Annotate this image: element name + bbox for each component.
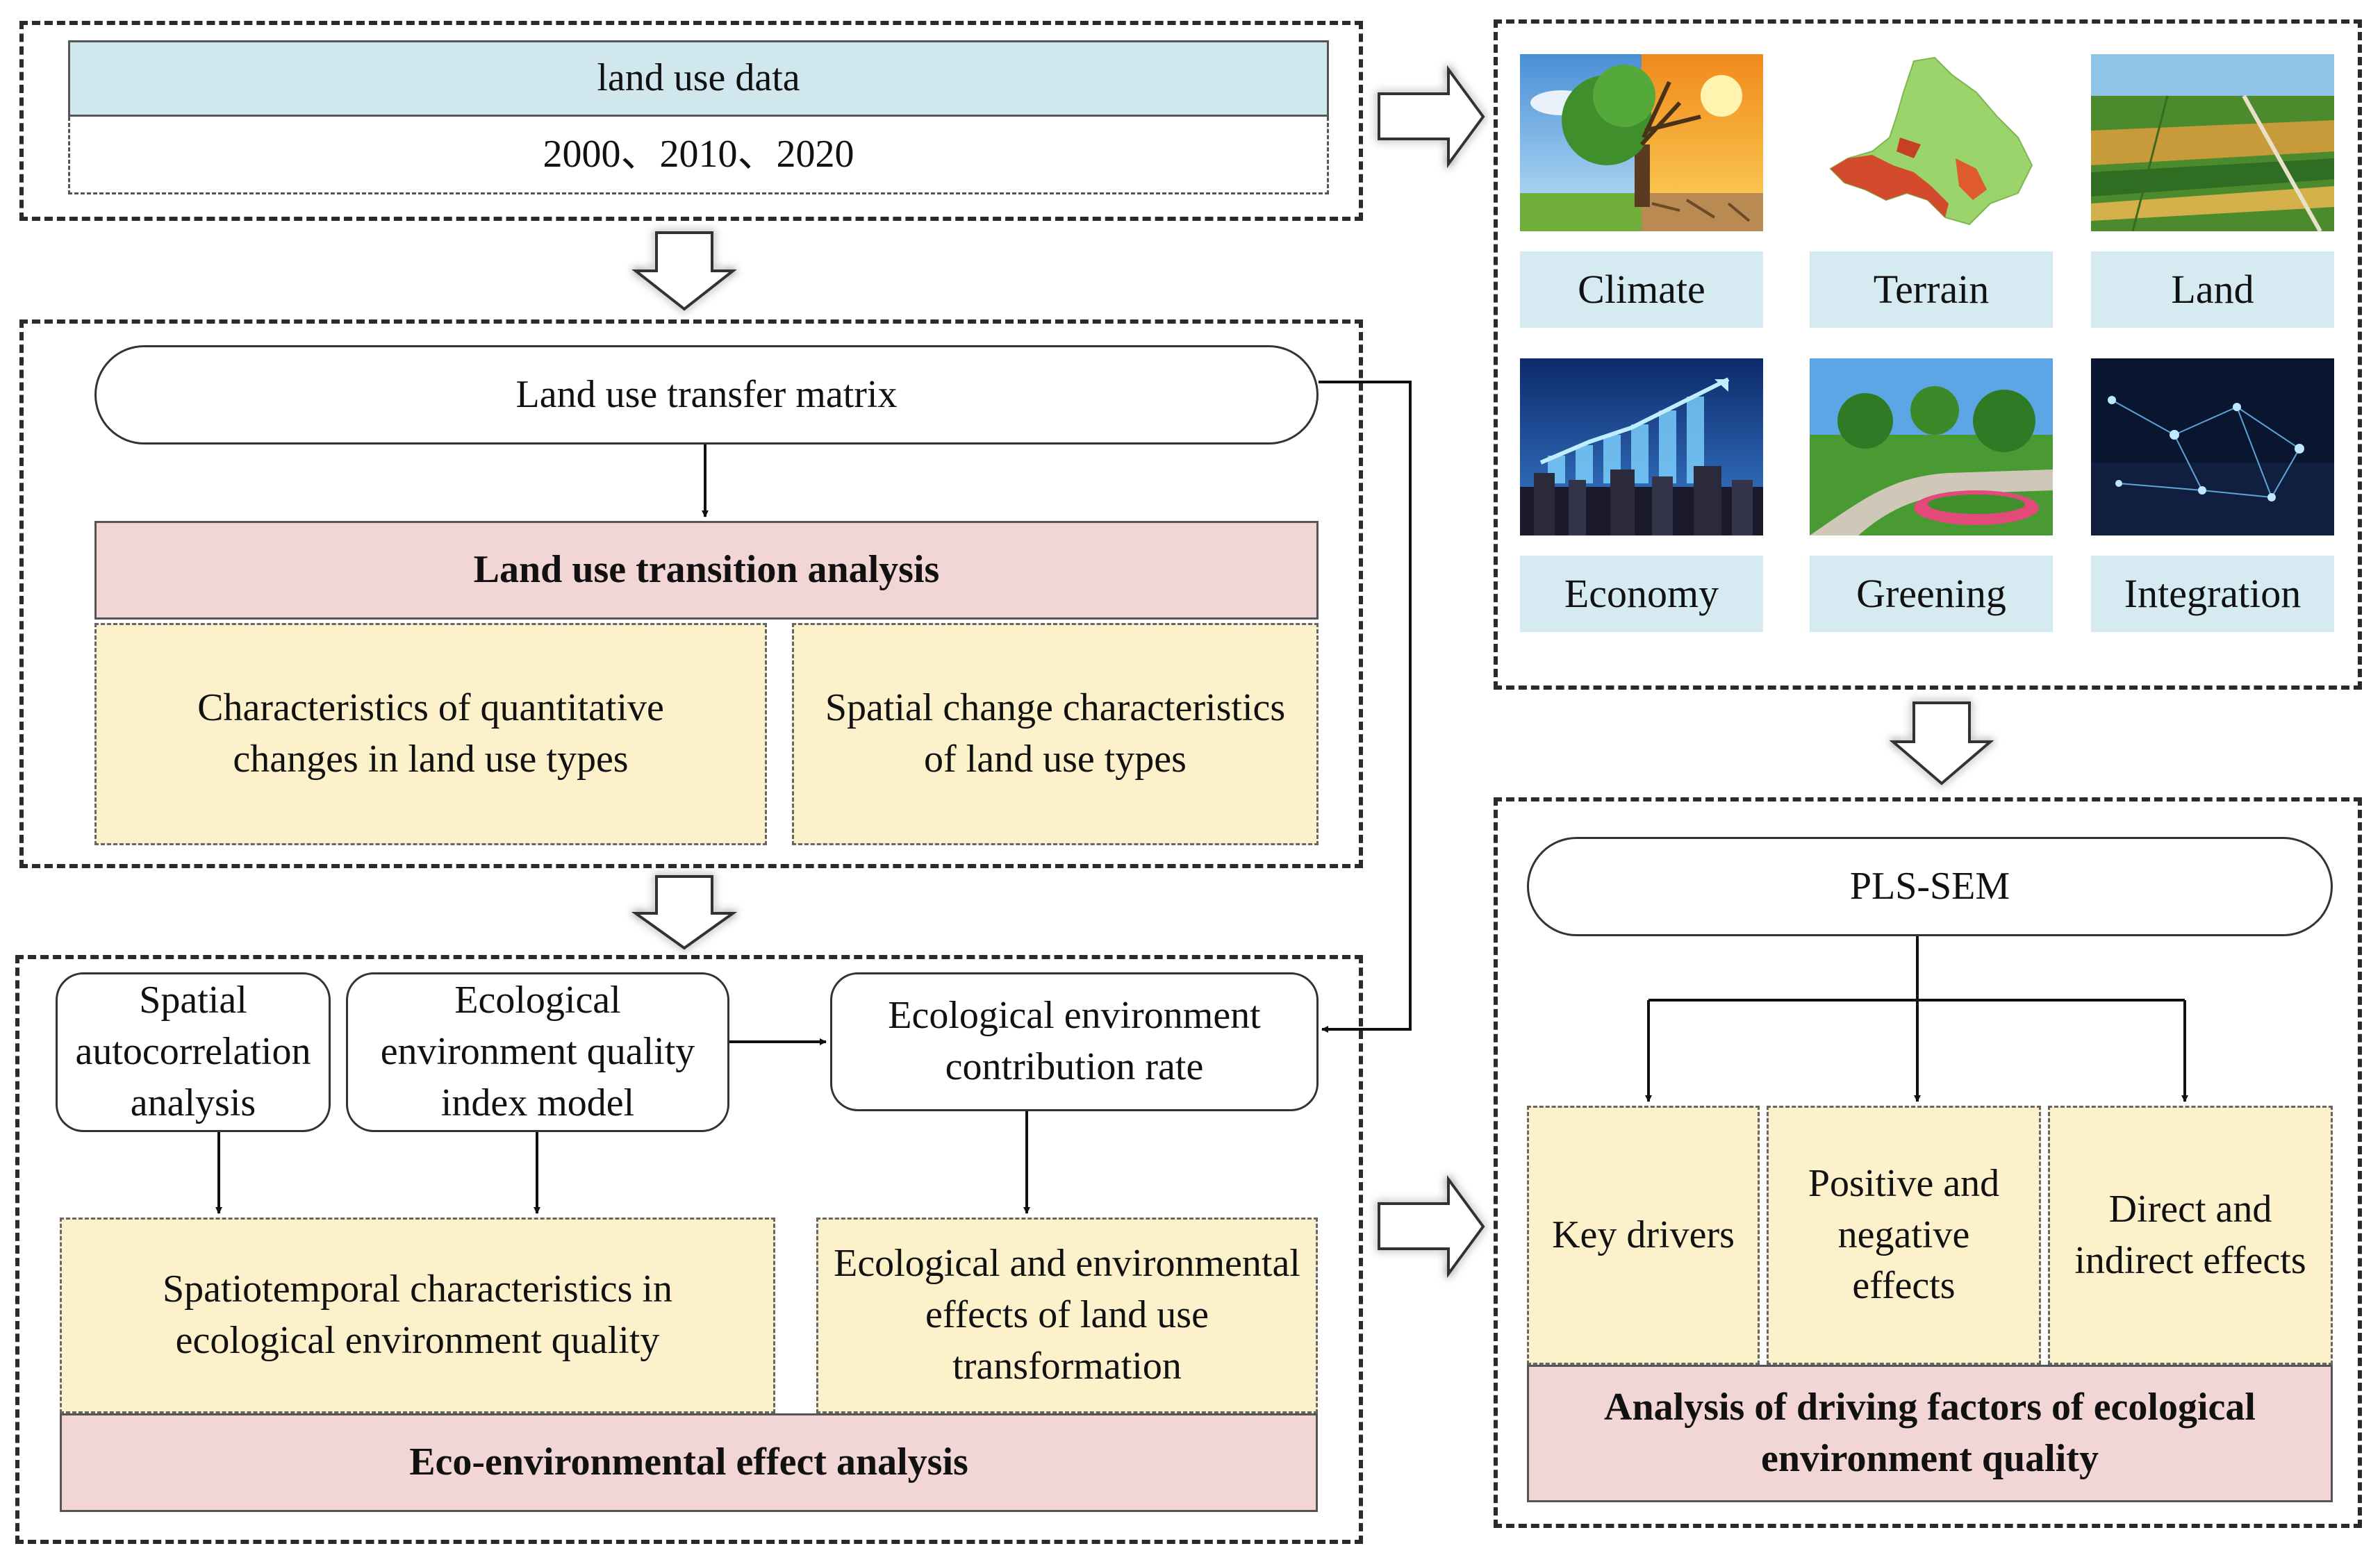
eco-contribution-rate: Ecological environment contribution rate bbox=[830, 972, 1319, 1111]
greening-photo-icon bbox=[1810, 358, 2053, 535]
positive-negative-effects: Positive and negative effects bbox=[1767, 1106, 2041, 1365]
down-block-arrow-1 bbox=[631, 231, 737, 311]
eco-effects-of-transformation: Ecological and environmental effects of … bbox=[816, 1218, 1318, 1413]
matrix-to-contribution-arrow bbox=[1319, 381, 1412, 1033]
factor-greening: Greening bbox=[1810, 556, 2053, 632]
farmland-photo-icon bbox=[2091, 54, 2334, 231]
land-use-transition-analysis: Land use transition analysis bbox=[94, 521, 1319, 620]
quantitative-change-characteristics: Characteristics of quantitative changes … bbox=[94, 623, 767, 845]
transition-group bbox=[19, 319, 1363, 868]
down-block-arrow-3 bbox=[1889, 701, 1994, 786]
climate-photo-icon bbox=[1520, 54, 1763, 231]
down-block-arrow-2 bbox=[631, 875, 738, 950]
economy-photo-icon bbox=[1520, 358, 1763, 535]
land-use-data-group bbox=[19, 21, 1363, 221]
drivers-group bbox=[1494, 797, 2362, 1528]
spatial-change-characteristics: Spatial change characteristics of land u… bbox=[792, 623, 1319, 845]
right-block-arrow-1 bbox=[1378, 65, 1485, 169]
factor-economy: Economy bbox=[1520, 556, 1763, 632]
right-block-arrow-2 bbox=[1378, 1174, 1485, 1279]
land-use-transfer-matrix: Land use transfer matrix bbox=[94, 345, 1319, 444]
driving-factors-analysis: Analysis of driving factors of ecologica… bbox=[1527, 1365, 2333, 1502]
spatial-autocorrelation-analysis: Spatial autocorrelation analysis bbox=[56, 972, 331, 1132]
eco-effect-group bbox=[15, 955, 1363, 1544]
land-use-data-title: land use data bbox=[68, 40, 1329, 117]
pls-sem-model: PLS-SEM bbox=[1527, 837, 2333, 936]
factors-group bbox=[1494, 19, 2362, 690]
eco-environmental-effect-analysis: Eco-environmental effect analysis bbox=[60, 1413, 1318, 1512]
terrain-map-icon bbox=[1810, 54, 2053, 231]
factor-terrain: Terrain bbox=[1810, 251, 2053, 328]
direct-indirect-effects: Direct and indirect effects bbox=[2048, 1106, 2333, 1365]
factor-climate: Climate bbox=[1520, 251, 1763, 328]
factor-integration: Integration bbox=[2091, 556, 2334, 632]
factor-land: Land bbox=[2091, 251, 2334, 328]
key-drivers: Key drivers bbox=[1527, 1106, 1760, 1365]
integration-photo-icon bbox=[2091, 358, 2334, 535]
eco-quality-index-model: Ecological environment quality index mod… bbox=[346, 972, 729, 1132]
spatiotemporal-characteristics: Spatiotemporal characteristics in ecolog… bbox=[60, 1218, 775, 1413]
land-use-years: 2000、2010、2020 bbox=[68, 117, 1329, 194]
